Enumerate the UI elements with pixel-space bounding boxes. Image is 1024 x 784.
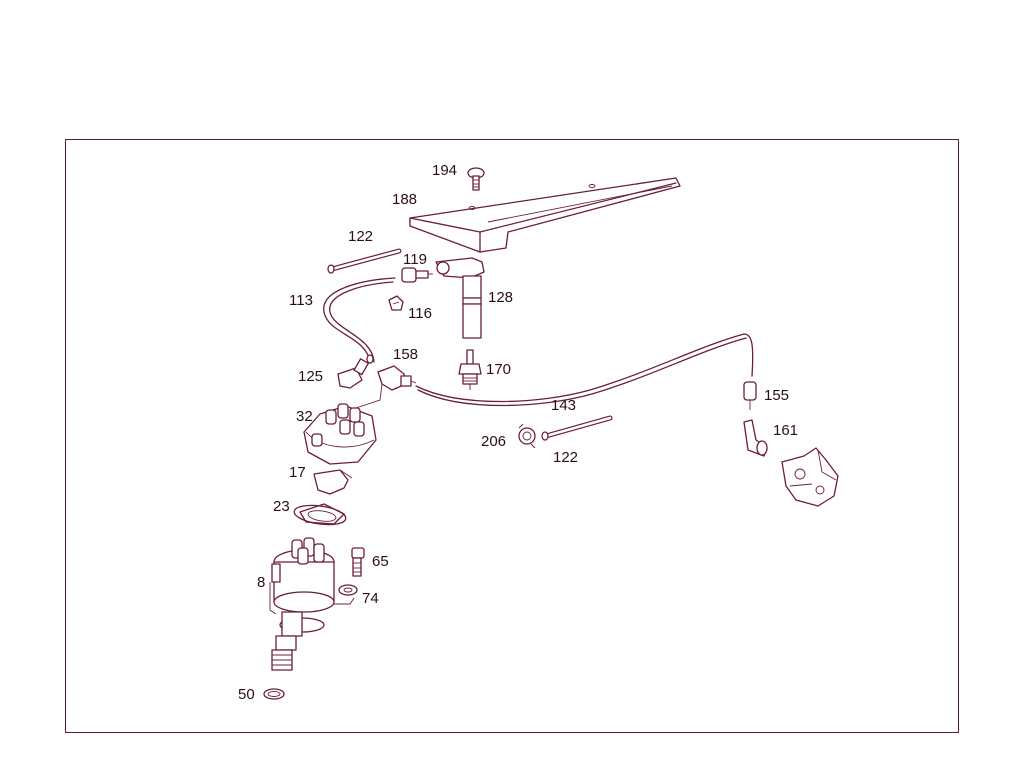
bolt-65 bbox=[351, 547, 365, 577]
distributor-8 bbox=[269, 537, 355, 671]
label-155: 155 bbox=[764, 387, 789, 404]
label-128: 128 bbox=[488, 289, 513, 306]
screw-194 bbox=[467, 167, 485, 191]
label-161: 161 bbox=[773, 422, 798, 439]
elbow-125 bbox=[337, 354, 374, 389]
label-188: 188 bbox=[392, 191, 417, 208]
spark-plug-170 bbox=[458, 349, 482, 390]
rotor-17 bbox=[313, 469, 353, 495]
label-65: 65 bbox=[372, 553, 389, 570]
label-116: 116 bbox=[408, 305, 432, 322]
hose-122-lower bbox=[541, 415, 613, 441]
cover-rail-188 bbox=[409, 177, 681, 253]
o-ring-50 bbox=[263, 688, 285, 700]
cable-113 bbox=[323, 277, 396, 363]
valve-assembly bbox=[781, 447, 839, 507]
elbow-158 bbox=[355, 365, 417, 409]
connector-119 bbox=[401, 267, 433, 283]
clamp-206 bbox=[518, 423, 536, 449]
label-113: 113 bbox=[289, 292, 313, 309]
label-170: 170 bbox=[486, 361, 511, 378]
hose-122-upper bbox=[327, 248, 402, 274]
washer-74 bbox=[338, 584, 358, 596]
plug-connector-128 bbox=[435, 257, 485, 339]
label-32: 32 bbox=[296, 408, 313, 425]
label-17: 17 bbox=[289, 464, 306, 481]
label-119: 119 bbox=[403, 251, 427, 268]
label-143: 143 bbox=[551, 397, 576, 414]
label-74: 74 bbox=[362, 590, 379, 607]
label-50: 50 bbox=[238, 686, 255, 703]
dust-cover-23 bbox=[293, 503, 347, 526]
elbow-161 bbox=[743, 419, 768, 457]
diagram-frame bbox=[65, 139, 959, 733]
label-122-upper: 122 bbox=[348, 228, 373, 245]
label-23: 23 bbox=[273, 498, 290, 515]
label-125: 125 bbox=[298, 368, 323, 385]
label-122-lower: 122 bbox=[553, 449, 578, 466]
label-8: 8 bbox=[257, 574, 265, 591]
distributor-cap-32 bbox=[303, 403, 377, 465]
cable-143 bbox=[415, 333, 754, 403]
cap-116 bbox=[388, 295, 404, 311]
label-194: 194 bbox=[432, 162, 457, 179]
label-206: 206 bbox=[481, 433, 506, 450]
connector-155 bbox=[743, 381, 757, 410]
label-158: 158 bbox=[393, 346, 418, 363]
